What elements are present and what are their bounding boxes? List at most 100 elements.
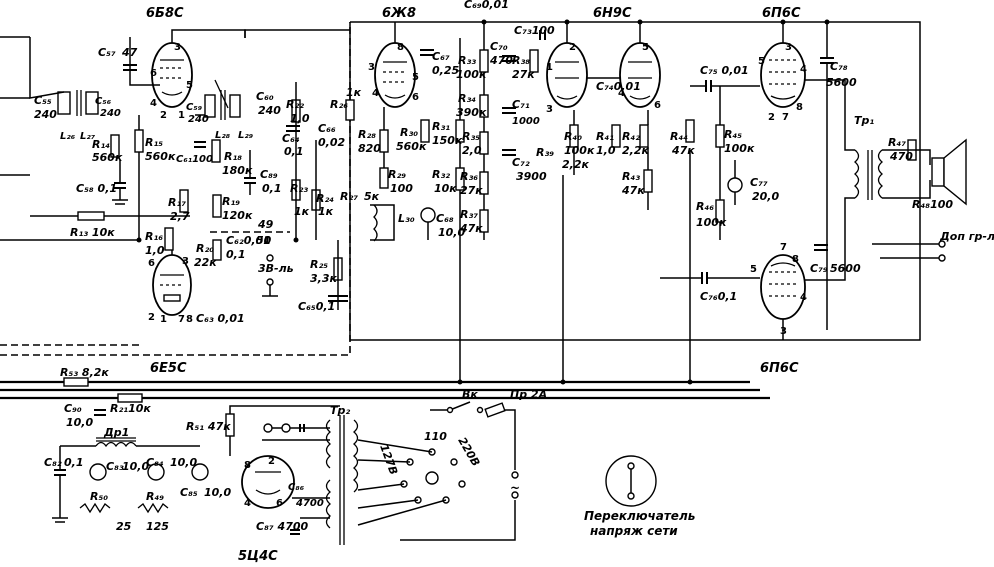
c59-label: C₅₉ xyxy=(186,102,203,113)
c75-r45-r46-group xyxy=(660,80,760,284)
r40-r43-group xyxy=(569,110,653,210)
l30-coil xyxy=(370,204,395,242)
c58-label: C₅₈ 0,1 xyxy=(76,182,117,195)
l30-label: L₃₀ xyxy=(398,212,415,225)
fuse-label: Пр 2А xyxy=(510,388,547,401)
pin-4: 4 xyxy=(244,498,251,509)
tube-label-v7: 5Ц4С xyxy=(238,549,278,564)
voltage-selector xyxy=(357,439,466,526)
pin-3: 3 xyxy=(785,42,792,53)
pin-2: 2 xyxy=(569,42,576,53)
c71-value: 1000 xyxy=(512,116,540,127)
r50-label: R₅₀ xyxy=(90,490,108,503)
pin-3: 3 xyxy=(368,62,375,73)
r24-value: 1к xyxy=(318,205,334,218)
c66-label: C₆₆ xyxy=(318,122,336,135)
r51-resistor xyxy=(225,405,340,456)
c58-cap xyxy=(112,160,128,205)
term-50: 50 xyxy=(256,234,272,247)
c82-value: 0,1 xyxy=(64,456,84,469)
c90-label: C₉₀ xyxy=(64,402,82,415)
l27-label: L₂₇ xyxy=(80,131,96,142)
pin-3: 3 xyxy=(780,326,787,337)
c56-value: 240 xyxy=(100,108,121,119)
zvl-jack xyxy=(210,231,290,297)
c61-label: C₆₁100 xyxy=(176,154,213,165)
r14-label: R₁₄ xyxy=(92,138,110,151)
pin-7: 7 xyxy=(782,112,789,123)
r41-value: 1,0 xyxy=(596,144,616,157)
c67-cap xyxy=(420,49,434,56)
r45-value: 100к xyxy=(724,142,755,155)
pin-6: 6 xyxy=(150,68,157,79)
pin-1: 1 xyxy=(546,62,553,73)
r15-value: 560к xyxy=(145,150,176,163)
pin-4: 4 xyxy=(800,64,807,75)
r27-label: R₂₇ xyxy=(340,190,358,203)
r47-label: R₄₇ xyxy=(888,136,906,149)
r18-label: R₁₈ xyxy=(224,150,242,163)
switch-note-line-1: Переключатель xyxy=(584,509,695,523)
c73-label: C₇₃100 xyxy=(514,24,555,37)
tube-6b8s: 3 6 5 4 2 1 xyxy=(150,29,246,121)
c69-label: C₆₉0,01 xyxy=(464,0,509,11)
pin-6: 6 xyxy=(412,92,419,103)
r20-resistor xyxy=(212,239,222,261)
detector-network xyxy=(286,82,348,310)
power-transformer xyxy=(262,415,359,545)
r26-label: R₂₆ xyxy=(330,98,348,111)
r39-label: R₃₉ xyxy=(536,146,554,159)
l29-label: L₂₉ xyxy=(238,130,254,141)
r13-label: R₁₃ 10к xyxy=(70,226,115,239)
r16-label: R₁₆ xyxy=(145,230,163,243)
r25-value: 3,3к xyxy=(310,272,337,285)
c55-value: 240 xyxy=(34,108,57,121)
r29-value: 100 xyxy=(390,182,413,195)
pin-8: 8 xyxy=(397,42,404,53)
pin-8: 8 xyxy=(796,102,803,113)
vk-label: Вк xyxy=(462,388,478,401)
c68-cap xyxy=(420,207,436,240)
c67-label: C₆₇ xyxy=(432,50,450,63)
c90-value: 10,0 xyxy=(66,416,93,429)
r50-value: 25 xyxy=(116,520,132,533)
r14-resistor xyxy=(110,134,120,158)
c77-value: 20,0 xyxy=(752,190,779,203)
tube-5c4s: 8 2 4 6 xyxy=(241,455,295,509)
c60-value: 240 xyxy=(258,104,281,117)
pin-3: 3 xyxy=(174,42,181,53)
r13-resistor xyxy=(30,211,190,221)
pin-2: 2 xyxy=(148,312,155,323)
r27-value: 5к xyxy=(364,190,380,203)
c70-label: C₇₀ xyxy=(490,40,508,53)
r49-value: 125 xyxy=(146,520,169,533)
pin-5: 5 xyxy=(750,264,757,275)
tube-label-v4: 6П6С xyxy=(762,6,801,21)
r36-value: 27к xyxy=(460,184,483,197)
pin-8: 8 xyxy=(244,460,251,471)
r19-label: R₁₉ xyxy=(222,195,240,208)
c89-cap xyxy=(244,150,256,195)
output-transformer xyxy=(805,79,883,281)
r43-label: R₄₃ xyxy=(622,170,640,183)
c56-label: C₅₆ xyxy=(95,96,112,107)
c78-c79-caps xyxy=(814,22,834,330)
c65-label: C₆₅0,1 xyxy=(298,300,335,313)
r28-resistor xyxy=(379,107,389,189)
pin-4: 4 xyxy=(800,292,807,303)
c68-value: 10,0 xyxy=(438,226,465,239)
r32-value: 10к xyxy=(434,182,457,195)
r31-r32-chain xyxy=(455,119,465,191)
v110-label: 110 xyxy=(424,430,447,443)
pin-1: 1 xyxy=(178,110,185,121)
term-49: 49 xyxy=(257,218,274,231)
c84-value: 10,0 xyxy=(170,456,197,469)
filter-caps xyxy=(52,446,209,523)
pin-5: 5 xyxy=(642,42,649,53)
r34-label: R₃₄ xyxy=(458,92,476,105)
pin-4: 4 xyxy=(372,88,379,99)
c77-label: C₇₇ xyxy=(750,176,768,189)
r20-value: 22к xyxy=(194,256,217,269)
